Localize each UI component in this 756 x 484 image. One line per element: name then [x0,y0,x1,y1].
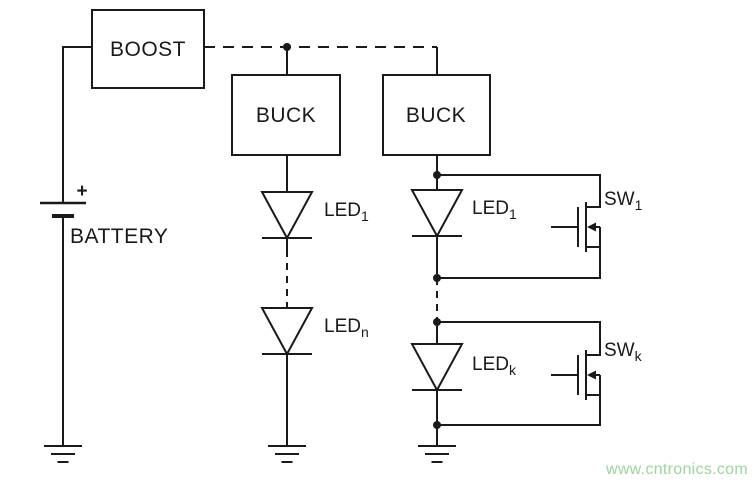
wire-swk-source [437,394,601,426]
led1-right-label: LED1 [472,198,517,222]
sw1-label-base: SW [604,189,635,210]
led1-right-triangle [410,189,464,239]
led-string-left: LED1 LEDn [260,155,369,463]
battery-polarity-label: + [76,181,87,202]
wire-sw1-source [437,246,601,279]
ledn-label: LEDn [324,316,369,340]
ground-symbol-battery [44,445,82,463]
switch-sw1: SW1 [437,174,643,279]
sw1-body-arrow [587,222,596,232]
ground-symbol-left-string [268,445,306,463]
sw1-label-sub: 1 [635,197,643,213]
buck-right-box [382,74,491,156]
buck-left-box [231,74,341,156]
led1-left-triangle [260,191,314,241]
wire-boost-to-battery [62,46,92,203]
battery-branch: + BATTERY [40,46,168,463]
battery-label: BATTERY [70,225,168,248]
boost-label: BOOST [110,38,186,61]
buck-right-label: BUCK [406,104,466,127]
led1-right-label-base: LED [472,198,509,219]
sw1-label: SW1 [604,189,643,213]
swk-body-arrow [587,370,596,380]
led1-right-label-sub: 1 [509,206,517,222]
led-string-right: LED1 LEDk [410,155,517,463]
wire-swk-drain [437,321,601,356]
boost-block: BOOST [91,9,205,89]
led1-left-label-sub: 1 [361,208,369,224]
ledk-label: LEDk [472,354,517,378]
switch-swk: SWk [437,321,643,426]
ledn-label-sub: n [361,324,369,340]
ground-symbol-right-string [418,445,456,463]
ledk-label-base: LED [472,354,509,375]
led1-left-label-base: LED [324,200,361,221]
top-bus [204,43,438,75]
swk-label: SWk [604,340,643,364]
ledn-triangle [260,307,314,357]
buck-right-block: BUCK [382,74,491,156]
buck-left-label: BUCK [256,104,316,127]
watermark-text: www.cntronics.com [605,461,748,478]
boost-box [91,9,205,89]
buck-left-block: BUCK [231,74,341,156]
ledk-triangle [410,343,464,393]
swk-label-base: SW [604,340,635,361]
led1-left-label: LED1 [324,200,369,224]
ledk-label-sub: k [509,362,517,378]
swk-label-sub: k [635,348,643,364]
wire-sw1-drain [437,174,601,208]
ledn-label-base: LED [324,316,361,337]
